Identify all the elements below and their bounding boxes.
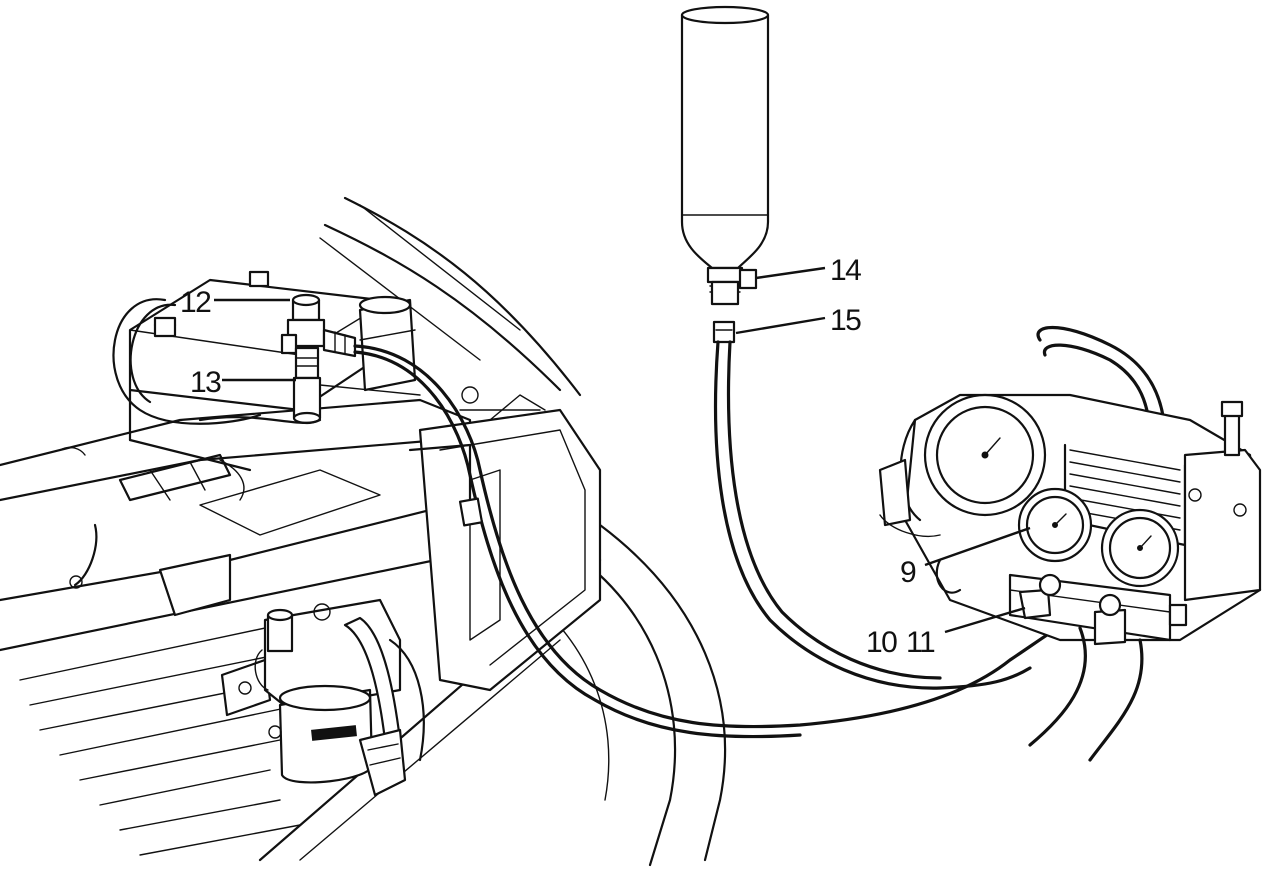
charging-hose xyxy=(353,344,1082,739)
callout-15: 15 xyxy=(830,304,861,337)
misc-details xyxy=(198,384,546,501)
engine-bay-body xyxy=(0,196,727,867)
callout-10: 10 xyxy=(866,626,897,659)
callout-labels: 12 13 14 15 9 10 11 xyxy=(180,254,936,659)
leader-9 xyxy=(924,526,1031,567)
leader-14 xyxy=(755,266,826,280)
callout-9: 9 xyxy=(900,556,916,589)
callout-14: 14 xyxy=(830,254,861,287)
callout-leaders xyxy=(214,266,1031,634)
callout-13: 13 xyxy=(190,366,221,399)
refrigerant-bottle xyxy=(680,5,1032,690)
service-valve xyxy=(280,293,357,425)
callout-11: 11 xyxy=(906,626,935,659)
charging-station xyxy=(878,326,1262,762)
callout-12: 12 xyxy=(180,286,211,319)
receiver-dryer xyxy=(220,598,425,797)
battery xyxy=(112,270,417,472)
leader-15 xyxy=(735,316,826,335)
leader-10-11 xyxy=(944,606,1026,634)
